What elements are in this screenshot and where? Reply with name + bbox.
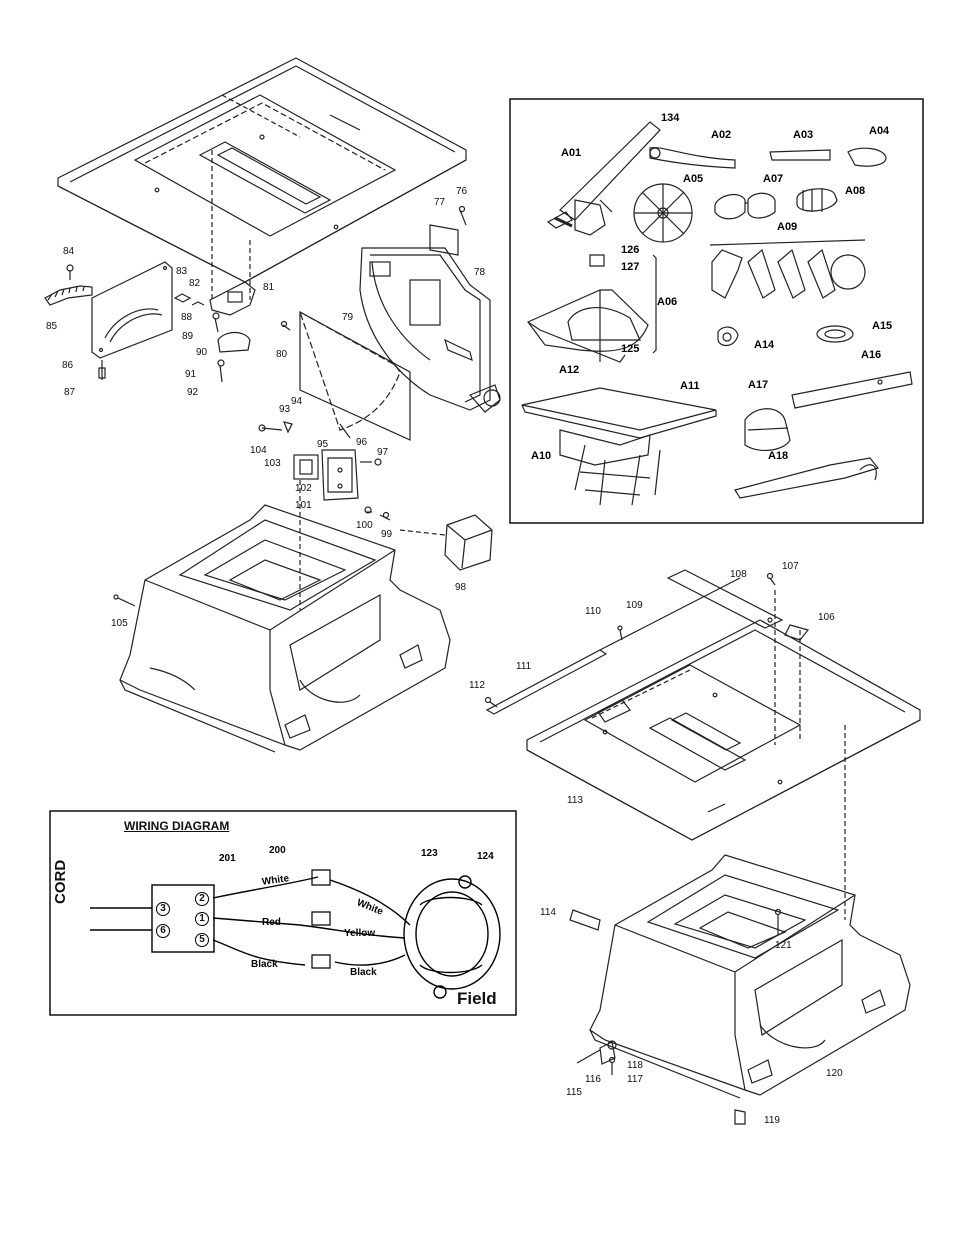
callout-A15: A15: [872, 320, 893, 332]
callout-108: 108: [730, 569, 747, 580]
callout-93: 93: [279, 404, 291, 415]
callout-111: 111: [516, 661, 532, 672]
callout-A17: A17: [748, 379, 769, 391]
callout-A09: A09: [777, 221, 798, 233]
callout-90: 90: [196, 347, 208, 358]
callout-120: 120: [826, 1068, 843, 1079]
accessory-parts: [521, 121, 913, 506]
callout-87: 87: [64, 387, 76, 398]
callout-80: 80: [276, 349, 288, 360]
callout-78: 78: [474, 267, 486, 278]
callout-96: 96: [356, 437, 368, 448]
terminal-1: 1: [195, 912, 209, 926]
callout-A08: A08: [845, 185, 866, 197]
callout-A05: A05: [683, 173, 704, 185]
right-base-housing: [569, 854, 911, 1125]
accessories-panel: [509, 98, 924, 524]
upper-table-top: [57, 57, 467, 300]
wire-label-black-1: Black: [251, 959, 278, 970]
callout-102: 102: [295, 483, 312, 494]
callout-A03: A03: [793, 129, 814, 141]
callout-125: 125: [621, 343, 640, 355]
ref-124: 124: [477, 851, 494, 862]
ref-123: 123: [421, 848, 438, 859]
wiring-diagram-title: WIRING DIAGRAM: [124, 819, 230, 833]
callout-106: 106: [818, 612, 835, 623]
cord-label: CORD: [52, 859, 69, 904]
callout-82: 82: [189, 278, 201, 289]
callout-84: 84: [63, 246, 75, 257]
callout-104: 104: [250, 445, 267, 456]
callout-105: 105: [111, 618, 128, 629]
callout-103: 103: [264, 458, 281, 469]
callout-98: 98: [455, 582, 467, 593]
wiring-diagram-frame: [49, 810, 517, 1016]
callout-115: 115: [566, 1087, 582, 1098]
terminal-3: 3: [156, 902, 170, 916]
callout-94: 94: [291, 396, 303, 407]
switch-box-parts: [258, 421, 493, 571]
wiring-diagram: [90, 869, 501, 999]
callout-A07: A07: [763, 173, 784, 185]
callout-88: 88: [181, 312, 193, 323]
callout-A04: A04: [869, 125, 890, 137]
callout-113: 113: [567, 795, 583, 806]
callout-117: 117: [627, 1074, 643, 1085]
callout-A14: A14: [754, 339, 775, 351]
callout-119: 119: [764, 1115, 780, 1126]
callout-100: 100: [356, 520, 373, 531]
callout-97: 97: [377, 447, 389, 458]
callout-A18: A18: [768, 450, 789, 462]
callout-A16: A16: [861, 349, 882, 361]
callout-91: 91: [185, 369, 197, 380]
callout-89: 89: [182, 331, 194, 342]
callout-79: 79: [342, 312, 354, 323]
callout-107: 107: [782, 561, 799, 572]
callout-121: 121: [775, 940, 792, 951]
callout-99: 99: [381, 529, 393, 540]
callout-126: 126: [621, 244, 640, 256]
callout-83: 83: [176, 266, 188, 277]
callout-114: 114: [540, 907, 556, 918]
ref-201: 201: [219, 853, 236, 864]
callout-A10: A10: [531, 450, 552, 462]
callout-85: 85: [46, 321, 58, 332]
callout-95: 95: [317, 439, 329, 450]
wire-label-black-2: Black: [350, 967, 377, 978]
callout-81: 81: [263, 282, 275, 293]
callout-116: 116: [585, 1074, 601, 1085]
wire-label-yellow: Yellow: [344, 928, 376, 939]
right-table-top: [484, 569, 921, 920]
left-base-housing: [113, 480, 451, 753]
wire-label-red: Red: [262, 917, 281, 928]
terminal-6: 6: [156, 924, 170, 938]
callout-118: 118: [627, 1060, 643, 1071]
callout-112: 112: [469, 680, 485, 691]
blade-guard-housing: [280, 205, 501, 441]
terminal-2: 2: [195, 892, 209, 906]
callout-76: 76: [456, 186, 468, 197]
callout-A02: A02: [711, 129, 732, 141]
callout-134: 134: [661, 112, 680, 124]
callout-A11: A11: [680, 380, 700, 392]
ref-200: 200: [269, 845, 286, 856]
callout-127: 127: [621, 261, 640, 273]
callout-86: 86: [62, 360, 74, 371]
terminal-5: 5: [195, 933, 209, 947]
blade-guard-parts: [44, 261, 256, 383]
callout-101: 101: [295, 500, 312, 511]
callout-110: 110: [585, 606, 601, 617]
callout-92: 92: [187, 387, 199, 398]
callout-A01: A01: [561, 147, 582, 159]
callout-A06: A06: [657, 296, 678, 308]
callout-A12: A12: [559, 364, 580, 376]
callout-77: 77: [434, 197, 446, 208]
field-label: Field: [457, 989, 497, 1008]
callout-109: 109: [626, 600, 643, 611]
